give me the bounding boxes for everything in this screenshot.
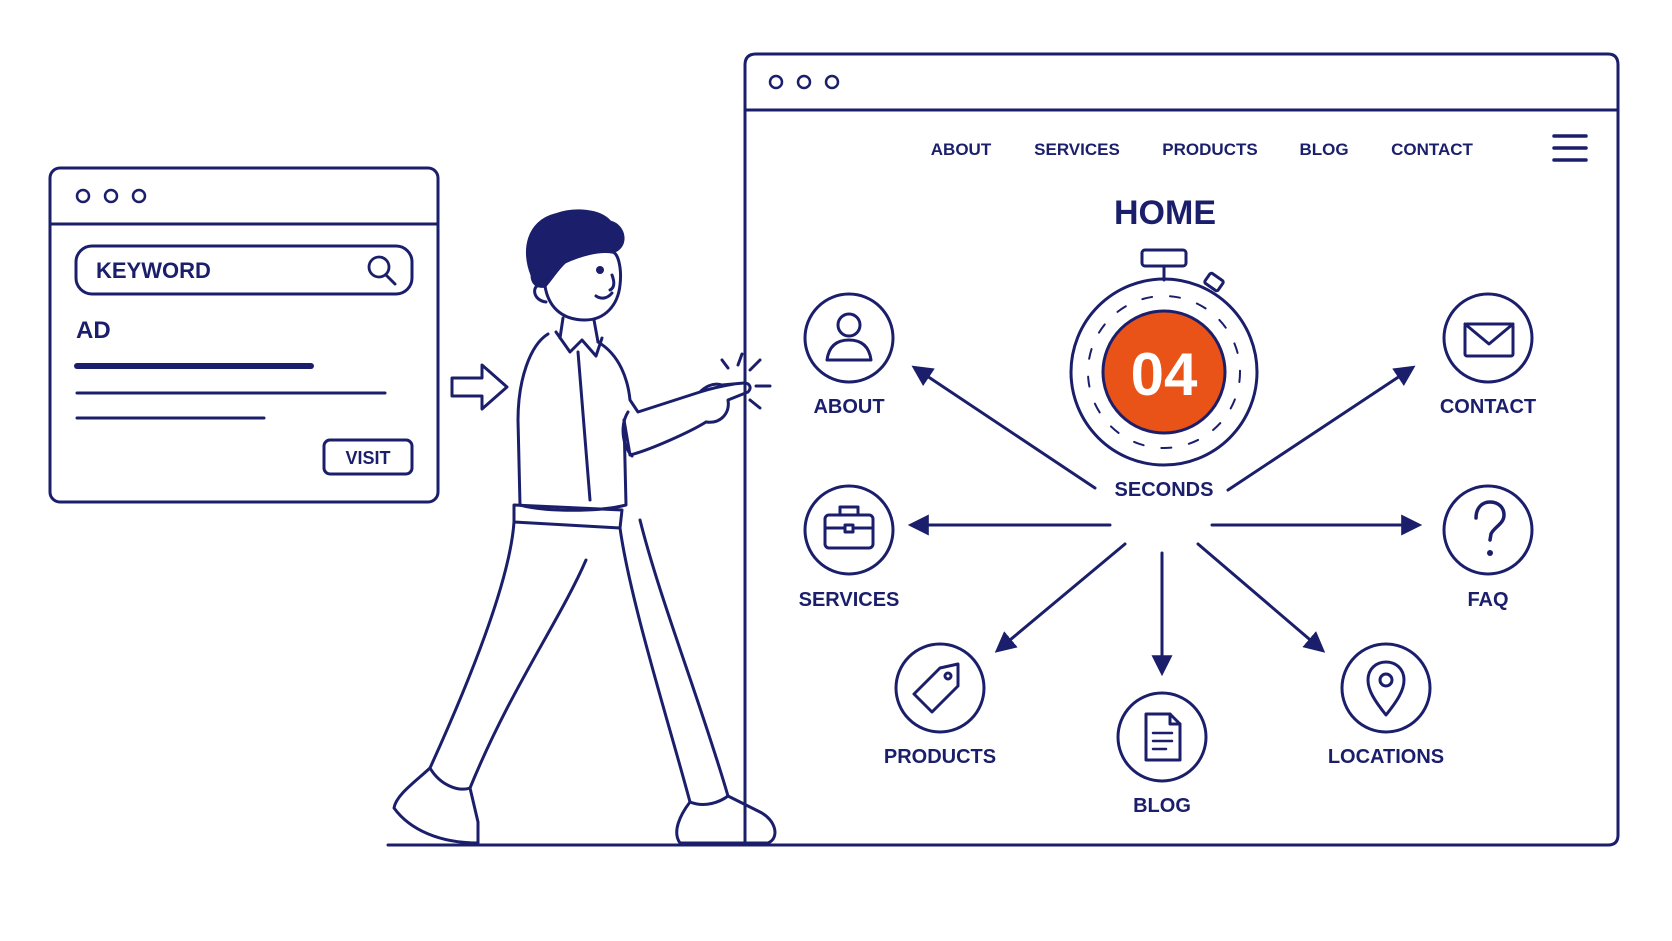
destination-label: FAQ: [1467, 589, 1508, 611]
window-dot-icon[interactable]: [796, 74, 812, 90]
destination-contact[interactable]: CONTACT: [1440, 292, 1536, 418]
destination-label: ABOUT: [813, 396, 884, 418]
window-dot-icon[interactable]: [824, 74, 840, 90]
stopwatch-icon: 04: [1069, 248, 1259, 467]
ad-window-controls: [75, 188, 147, 204]
visit-button-frame[interactable]: [322, 438, 414, 476]
top-nav: ABOUT SERVICES PRODUCTS BLOG CONTACT: [931, 140, 1474, 159]
document-icon: [1144, 712, 1182, 762]
visit-button-label: VISIT: [345, 448, 390, 468]
arrow-to-products: [994, 542, 1127, 653]
shoe-front: [675, 794, 777, 845]
window-dot-icon[interactable]: [103, 188, 119, 204]
destination-label: CONTACT: [1440, 396, 1536, 418]
ad-window-frame: [48, 166, 440, 504]
search-icon[interactable]: [367, 255, 397, 286]
leg-front: [618, 518, 730, 806]
ad-window: KEYWORD AD VISIT: [48, 166, 440, 504]
collar: [554, 330, 604, 358]
window-dot-icon[interactable]: [768, 74, 784, 90]
destination-label: PRODUCTS: [884, 746, 996, 768]
page-title: HOME: [1114, 194, 1216, 232]
envelope-icon: [1463, 322, 1515, 358]
person-illustration: [386, 209, 777, 847]
arm-upper: [596, 340, 736, 414]
briefcase-icon: [823, 505, 875, 550]
destination-locations[interactable]: LOCATIONS: [1328, 642, 1444, 768]
timer-unit-label: SECONDS: [1115, 479, 1214, 501]
arrow-to-about: [911, 365, 1097, 490]
shoe-back: [392, 766, 480, 845]
visit-button[interactable]: VISIT: [322, 438, 414, 476]
arrow-to-locations: [1196, 542, 1326, 653]
mouth: [594, 291, 614, 300]
destination-blog[interactable]: BLOG: [1116, 691, 1208, 817]
nav-item-contact[interactable]: CONTACT: [1391, 140, 1473, 159]
nose: [608, 273, 616, 292]
nav-item-about[interactable]: ABOUT: [931, 140, 992, 159]
destination-services[interactable]: SERVICES: [799, 484, 900, 611]
search-bar[interactable]: KEYWORD: [74, 244, 414, 296]
user-icon: [825, 312, 873, 362]
hand: [698, 381, 752, 424]
ear: [533, 283, 548, 304]
face: [543, 250, 622, 322]
ad-heading: AD: [76, 317, 111, 344]
destination-about[interactable]: ABOUT: [803, 292, 895, 418]
search-input-value: KEYWORD: [96, 258, 211, 283]
destination-label: SERVICES: [799, 589, 900, 611]
search-input[interactable]: [74, 244, 414, 296]
shirt: [516, 332, 628, 512]
destination-faq[interactable]: FAQ: [1442, 484, 1534, 611]
hamburger-menu-icon[interactable]: [1552, 134, 1588, 162]
tag-icon: [912, 662, 960, 714]
nav-item-services[interactable]: SERVICES: [1034, 140, 1120, 159]
map-pin-icon: [1366, 660, 1406, 717]
arrow-to-contact: [1226, 365, 1416, 492]
hair: [525, 209, 625, 288]
cuff: [621, 410, 634, 458]
question-icon: [1474, 500, 1506, 556]
forward-arrow-icon: [450, 363, 509, 411]
nav-item-blog[interactable]: BLOG: [1299, 140, 1348, 159]
leg-back: [428, 520, 588, 791]
arm-lower: [622, 418, 708, 457]
window-dot-icon[interactable]: [131, 188, 147, 204]
destination-label: LOCATIONS: [1328, 746, 1444, 768]
site-window-controls: [768, 74, 840, 90]
navigation-arrows: [907, 365, 1423, 677]
destination-label: BLOG: [1133, 795, 1191, 817]
eye: [596, 266, 604, 274]
timer-value: 04: [1131, 341, 1198, 408]
destination-products[interactable]: PRODUCTS: [884, 642, 996, 768]
site-window-frame: [743, 52, 1620, 847]
window-dot-icon[interactable]: [75, 188, 91, 204]
timer-face: [1101, 309, 1227, 435]
nav-item-products[interactable]: PRODUCTS: [1162, 140, 1257, 159]
site-window: ABOUT SERVICES PRODUCTS BLOG CONTACT HOM…: [743, 52, 1620, 847]
